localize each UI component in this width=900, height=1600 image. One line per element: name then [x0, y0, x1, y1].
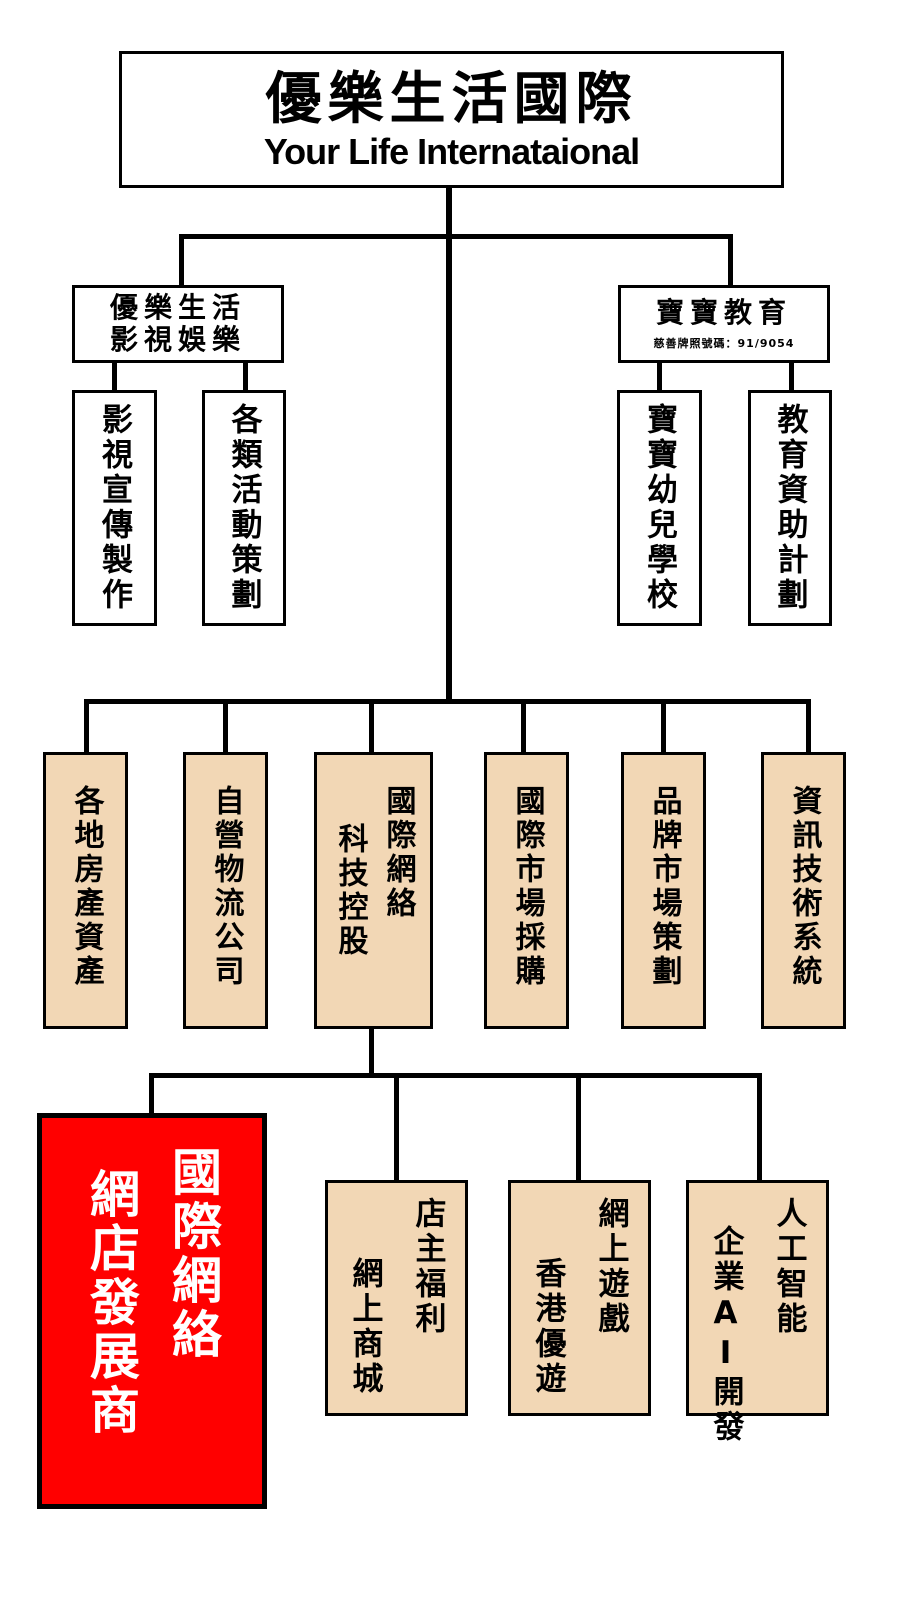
connector-sub2 [394, 1073, 399, 1182]
connector-div5 [661, 699, 666, 754]
education-child-school: 寶寶幼兒學校 [617, 390, 702, 626]
connector-top-horizontal [179, 234, 733, 239]
connector-education-drop [728, 234, 733, 287]
connector-media-child2 [243, 362, 248, 392]
tech-child-ai: 人工智能 企業AI開發 [686, 1180, 829, 1445]
tech-child-mall-col1: 店主福利 [409, 1197, 446, 1337]
tech-child-mall-col2: 網上商城 [346, 1257, 383, 1397]
connector-media-child1 [112, 362, 117, 392]
tech-child-ai-col1: 人工智能 [770, 1197, 807, 1337]
education-node: 寶寶教育 慈善牌照號碼：91/9054 [618, 285, 830, 363]
division-it: 資訊技術系統 [761, 752, 846, 1029]
division-tech-col1: 國際網絡 [380, 785, 416, 921]
tech-child-games: 網上遊戲 香港優遊 [508, 1180, 651, 1416]
division-realestate: 各地房產資產 [43, 752, 128, 1029]
media-node: 優樂生活 影視娛樂 [72, 285, 284, 363]
connector-div3 [369, 699, 374, 754]
connector-tech-horizontal [149, 1073, 762, 1078]
education-title: 寶寶教育 [655, 296, 792, 329]
division-logistics-label: 自營物流公司 [208, 785, 244, 989]
division-procurement: 國際市場採購 [484, 752, 569, 1029]
media-label-line1: 優樂生活 [109, 291, 246, 324]
root-node: 優樂生活國際 Your Life Internataional [119, 51, 784, 188]
connector-sub4 [757, 1073, 762, 1182]
connector-sub3 [576, 1073, 581, 1182]
education-child-school-label: 寶寶幼兒學校 [641, 403, 677, 613]
division-brand-label: 品牌市場策劃 [646, 785, 682, 989]
connector-div2 [223, 699, 228, 754]
connector-media-drop [179, 234, 184, 287]
media-child-video: 影視宣傳製作 [72, 390, 157, 626]
connector-tech-down [369, 1028, 374, 1075]
connector-edu-child2 [789, 362, 794, 392]
division-realestate-label: 各地房產資產 [68, 785, 104, 989]
education-child-grant: 教育資助計劃 [748, 390, 832, 626]
root-title-en: Your Life Internataional [263, 130, 640, 172]
connector-sub1 [149, 1073, 154, 1115]
division-procurement-label: 國際市場採購 [509, 785, 545, 989]
tech-child-games-col1: 網上遊戲 [592, 1197, 629, 1337]
education-charity-number: 慈善牌照號碼：91/9054 [653, 337, 795, 350]
media-child-video-label: 影視宣傳製作 [96, 403, 132, 613]
root-title-zh: 優樂生活國際 [265, 66, 638, 132]
division-brand: 品牌市場策劃 [621, 752, 706, 1029]
division-it-label: 資訊技術系統 [786, 785, 822, 989]
connector-div4 [521, 699, 526, 754]
division-tech-col2: 科技控股 [332, 823, 368, 959]
tech-child-highlight-col1: 國際網絡 [164, 1146, 222, 1362]
division-tech-holdings: 國際網絡 科技控股 [314, 752, 433, 1029]
tech-child-mall: 店主福利 網上商城 [325, 1180, 468, 1416]
education-child-grant-label: 教育資助計劃 [771, 403, 808, 613]
tech-child-games-col2: 香港優遊 [529, 1257, 566, 1397]
media-child-events-label: 各類活動策劃 [225, 403, 262, 613]
division-logistics: 自營物流公司 [183, 752, 268, 1029]
connector-division-horizontal [84, 699, 811, 704]
tech-child-highlight-col2: 網店發展商 [82, 1168, 140, 1438]
tech-child-ai-col2: 企業AI開發 [707, 1225, 744, 1445]
media-label-line2: 影視娛樂 [109, 323, 246, 356]
connector-edu-child1 [657, 362, 662, 392]
connector-div6 [806, 699, 811, 754]
connector-root-down [446, 186, 452, 704]
tech-child-highlight: 國際網絡 網店發展商 [37, 1113, 267, 1509]
connector-div1 [84, 699, 89, 754]
media-child-events: 各類活動策劃 [202, 390, 286, 626]
